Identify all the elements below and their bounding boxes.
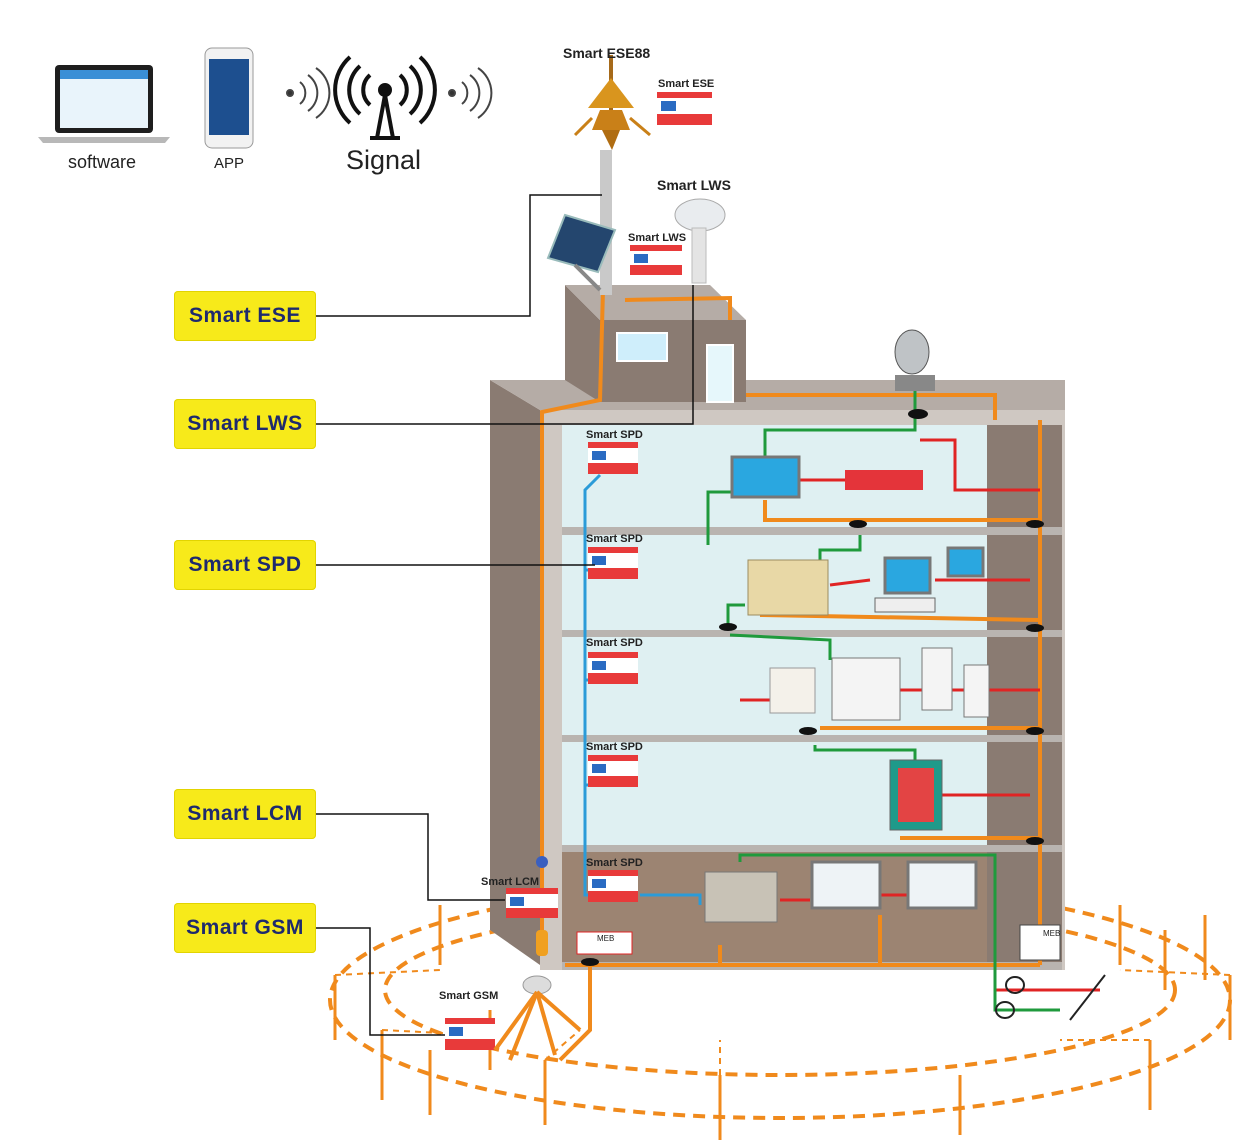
wave-icon-right xyxy=(448,67,493,119)
spd-label-floor-2: Smart SPD xyxy=(586,533,643,545)
meb-label-left: MEB xyxy=(597,934,615,943)
roof-hut-door xyxy=(706,344,734,403)
callout-smart-spd: Smart SPD xyxy=(174,540,316,590)
callout-leaders xyxy=(316,194,694,1036)
callout-smart-ese-text: Smart ESE xyxy=(189,304,301,327)
roof-hut-left xyxy=(565,285,600,402)
spd-label-floor-5: Smart SPD xyxy=(586,857,643,869)
gsm-module-label: Smart GSM xyxy=(439,990,499,1002)
lws-main-label: Smart LWS xyxy=(657,177,731,193)
callout-smart-lws-text: Smart LWS xyxy=(187,412,303,435)
lcm-clamp xyxy=(522,856,552,995)
ese-module-label: Smart ESE xyxy=(658,78,715,90)
callout-smart-lws: Smart LWS xyxy=(174,399,316,449)
signal-label: Signal xyxy=(346,145,422,175)
ground-points xyxy=(581,409,1044,966)
solar-panel xyxy=(546,213,617,292)
callout-smart-lcm-text: Smart LCM xyxy=(187,802,303,825)
gsm-earth-rods xyxy=(493,990,582,1061)
laptop-icon xyxy=(38,65,170,143)
spd-label-floor-3: Smart SPD xyxy=(586,637,643,649)
lws-module-label: Smart LWS xyxy=(628,232,687,244)
software-label: software xyxy=(68,152,137,172)
callout-smart-spd-text: Smart SPD xyxy=(188,553,302,576)
lws-sensor xyxy=(674,198,726,284)
spd-label-floor-1: Smart SPD xyxy=(586,429,643,441)
wave-icon-left xyxy=(286,67,331,119)
roof-hut-window xyxy=(616,332,668,362)
callout-smart-gsm: Smart GSM xyxy=(174,903,316,953)
earth-wire xyxy=(706,390,1060,1012)
app-label: APP xyxy=(214,155,245,172)
building-left-wall xyxy=(490,380,540,965)
ese88-label: Smart ESE88 xyxy=(563,45,651,61)
meb-label-right: MEB xyxy=(1043,929,1061,938)
callout-smart-ese: Smart ESE xyxy=(174,291,316,341)
equipment xyxy=(576,329,1106,1021)
smartphone-icon xyxy=(204,47,254,149)
callout-smart-lcm: Smart LCM xyxy=(174,789,316,839)
antenna-icon xyxy=(333,55,437,140)
spd-modules xyxy=(445,92,712,1050)
lcm-module-label: Smart LCM xyxy=(481,876,540,888)
spd-label-floor-4: Smart SPD xyxy=(586,741,643,753)
callout-smart-gsm-text: Smart GSM xyxy=(186,916,304,939)
